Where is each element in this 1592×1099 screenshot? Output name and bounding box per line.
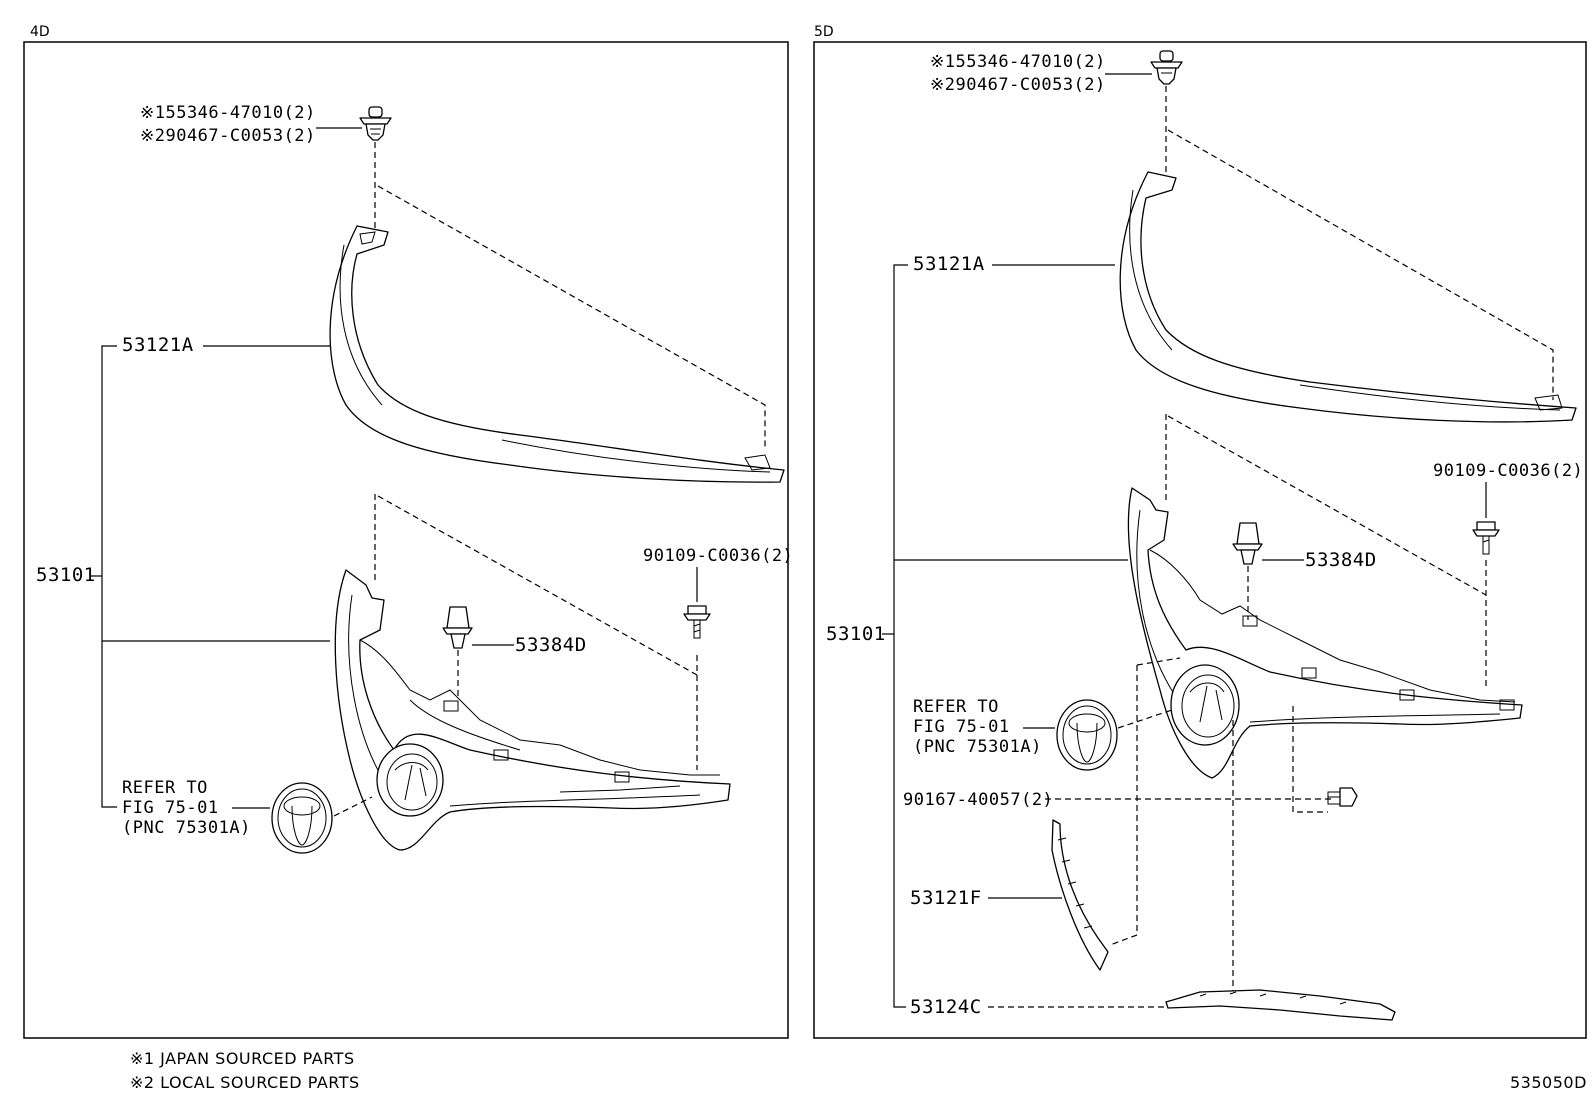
upper-molding-53121a bbox=[329, 225, 785, 483]
retainer-label: 53384D bbox=[515, 634, 587, 656]
refer-line-2: FIG 75-01 bbox=[122, 798, 219, 818]
lower-molding-53124c bbox=[1165, 989, 1396, 1021]
clip-icon-5d bbox=[1150, 50, 1183, 85]
bolt-icon bbox=[1327, 787, 1358, 807]
retainer-icon bbox=[442, 606, 473, 649]
toyota-emblem-icon bbox=[271, 782, 333, 854]
side-molding-53121f bbox=[1051, 819, 1109, 971]
side-molding-label: 53121F bbox=[910, 887, 982, 909]
toyota-emblem-icon-5d bbox=[1056, 699, 1118, 771]
panel-4d: 4D ※155346-47010(2) ※290467-C0053(2) 531… bbox=[23, 24, 793, 1039]
assembly-label: 53101 bbox=[36, 564, 96, 586]
drawing-number: 535050D bbox=[1510, 1073, 1587, 1092]
screw-label-5d: 90109-C0036(2) bbox=[1433, 461, 1583, 481]
clip-part-number-1: ※155346-47010(2) bbox=[140, 103, 316, 123]
refer-line-2-5d: FIG 75-01 bbox=[913, 717, 1010, 737]
panel-5d-title: 5D bbox=[814, 24, 834, 40]
screw-icon bbox=[683, 605, 711, 639]
refer-line-1-5d: REFER TO bbox=[913, 697, 999, 717]
radiator-grille bbox=[334, 569, 731, 851]
screw-label: 90109-C0036(2) bbox=[643, 546, 793, 566]
retainer-label-5d: 53384D bbox=[1305, 549, 1377, 571]
lower-molding-label: 53124C bbox=[910, 996, 982, 1018]
panel-5d: 5D ※155346-47010(2) ※290467-C0053(2) 531… bbox=[813, 24, 1587, 1039]
assembly-label-5d: 53101 bbox=[826, 623, 886, 645]
upper-molding-label-5d: 53121A bbox=[913, 253, 985, 275]
panel-5d-frame bbox=[813, 41, 1587, 1039]
bolt-label: 90167-40057(2) bbox=[903, 790, 1053, 810]
upper-molding-53121a-5d bbox=[1119, 171, 1577, 423]
upper-molding-label: 53121A bbox=[122, 334, 194, 356]
refer-line-3-5d: (PNC 75301A) bbox=[913, 737, 1042, 757]
clip-part-number-2: ※290467-C0053(2) bbox=[140, 126, 316, 146]
retainer-icon-5d bbox=[1232, 522, 1263, 565]
refer-line-3: (PNC 75301A) bbox=[122, 818, 251, 838]
screw-icon-5d bbox=[1472, 521, 1500, 555]
panel-4d-title: 4D bbox=[30, 24, 50, 40]
clip-icon bbox=[359, 106, 392, 141]
panel-4d-frame bbox=[23, 41, 789, 1039]
footnote-2: ※2 LOCAL SOURCED PARTS bbox=[130, 1073, 360, 1092]
radiator-grille-5d bbox=[1127, 487, 1523, 779]
refer-line-1: REFER TO bbox=[122, 778, 208, 798]
clip-part-number-2-5d: ※290467-C0053(2) bbox=[930, 75, 1106, 95]
footnote-1: ※1 JAPAN SOURCED PARTS bbox=[130, 1049, 355, 1068]
clip-part-number-1-5d: ※155346-47010(2) bbox=[930, 52, 1106, 72]
